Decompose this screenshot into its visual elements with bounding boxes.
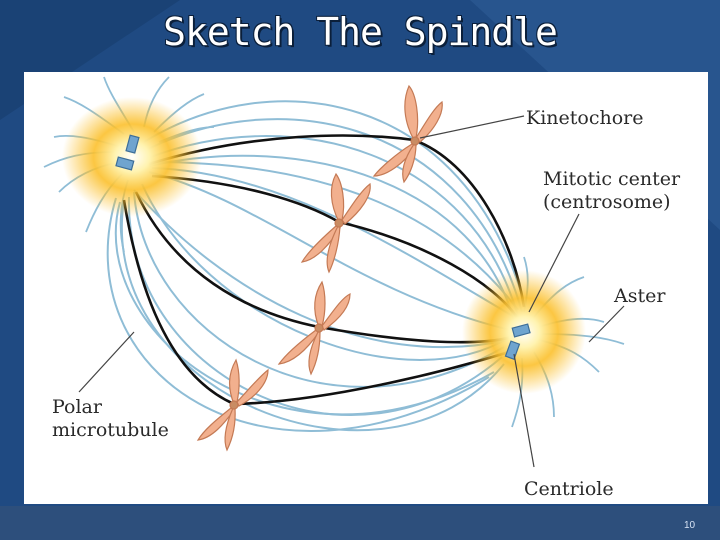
label-centriole: Centriole	[524, 478, 614, 500]
label-microtubule: microtubule	[52, 419, 169, 441]
label-centrosome: (centrosome)	[543, 191, 671, 213]
page-number: 10	[684, 520, 695, 531]
aster-left-glow	[62, 97, 202, 217]
label-kinetochore: Kinetochore	[526, 107, 643, 129]
chromosome-4	[198, 360, 268, 450]
label-aster: Aster	[614, 285, 665, 307]
chromosome-2	[302, 174, 370, 272]
label-mitotic-center: Mitotic center	[543, 168, 680, 190]
chromosome-1	[374, 86, 442, 182]
footer-band	[0, 506, 720, 540]
label-polar: Polar	[52, 396, 102, 418]
spindle-diagram: Kinetochore Mitotic center (centrosome) …	[24, 72, 708, 504]
slide-title: Sketch The Spindle	[0, 6, 720, 58]
